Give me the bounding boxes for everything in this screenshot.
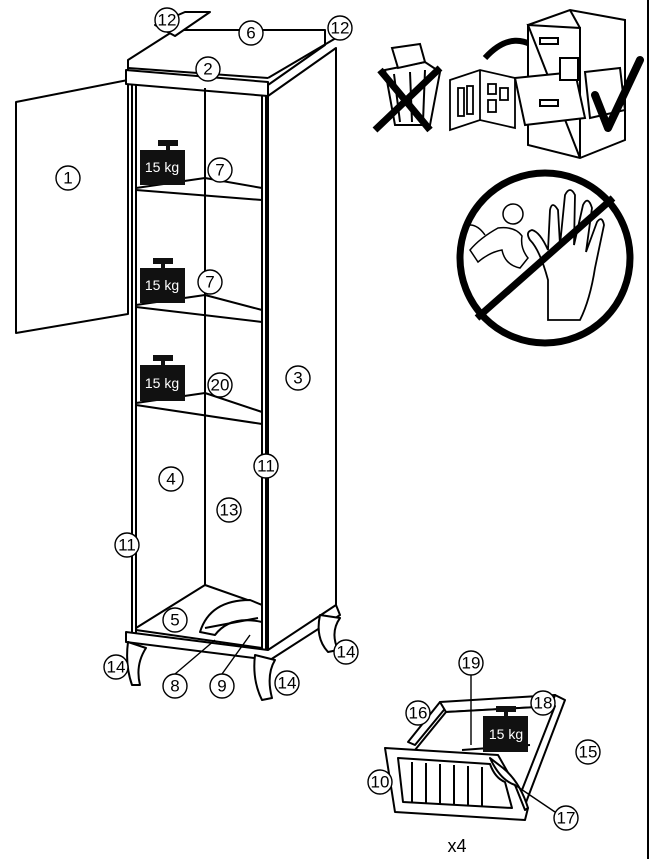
shelf-lower: [135, 392, 263, 425]
svg-text:3: 3: [293, 369, 302, 388]
svg-text:4: 4: [166, 470, 175, 489]
callout-shelf-lower: 20: [207, 372, 233, 398]
callout-bottom: 5: [162, 607, 188, 633]
weight-label: 15 kg: [145, 375, 179, 391]
cabinet-base: [125, 604, 341, 661]
svg-text:14: 14: [107, 658, 126, 677]
svg-text:13: 13: [220, 501, 239, 520]
callout-top: 6: [238, 20, 264, 46]
weight-shelf-top: 15 kg: [140, 140, 185, 185]
callout-shelf-middle: 7: [197, 269, 223, 295]
svg-text:18: 18: [534, 694, 553, 713]
svg-text:12: 12: [158, 11, 177, 30]
callout-shelf-top: 7: [207, 157, 233, 183]
child-figure-icon: [469, 203, 529, 269]
checkmark-icon: [591, 56, 644, 132]
callout-left-strip: 11: [114, 532, 140, 558]
callout-drawer-handle: 17: [553, 805, 579, 831]
svg-text:6: 6: [246, 24, 255, 43]
svg-text:20: 20: [211, 376, 230, 395]
callout-cutout: 9: [209, 673, 235, 699]
svg-text:9: 9: [217, 677, 226, 696]
callout-top-front: 2: [195, 56, 221, 82]
shelf-middle: [135, 294, 263, 323]
shelf-top: [135, 177, 263, 201]
callout-leg-back-right: 14: [333, 639, 359, 665]
manual-book-icon: [449, 69, 516, 132]
page-border: [647, 0, 649, 859]
callout-drawer-back: 18: [530, 690, 556, 716]
weight-shelf-lower: 15 kg: [140, 355, 185, 401]
callout-leg-front-left: 14: [103, 654, 129, 680]
svg-text:11: 11: [257, 457, 275, 476]
drawer-quantity: x4: [447, 836, 466, 856]
drawer-handle: [489, 757, 529, 811]
callout-drawer-bottom: 19: [458, 650, 484, 676]
callout-drawer-front: 10: [367, 769, 393, 795]
callout-back-panel: 4: [158, 466, 184, 492]
weight-label: 15 kg: [145, 277, 179, 293]
leg-front-right: [253, 654, 276, 701]
svg-text:11: 11: [118, 536, 136, 555]
callout-leg-front-right: 14: [274, 670, 300, 696]
cabinet-side-panel: [267, 47, 337, 651]
svg-text:12: 12: [331, 19, 350, 38]
callout-trim-right: 12: [327, 15, 353, 41]
svg-text:8: 8: [170, 677, 179, 696]
callout-divider: 13: [216, 497, 242, 523]
cabinet-bottom: [135, 584, 263, 649]
filing-cabinet-icon: [513, 8, 627, 160]
callout-door: 1: [55, 165, 81, 191]
cabinet-door: [15, 79, 129, 334]
no-children-hand-prohibited-icon: [456, 169, 634, 347]
svg-text:7: 7: [215, 161, 224, 180]
svg-text:10: 10: [371, 773, 390, 792]
svg-text:5: 5: [170, 611, 179, 630]
svg-text:1: 1: [63, 169, 72, 188]
svg-text:7: 7: [205, 273, 214, 292]
callouts: 1 2 3 4 5 6 7 7 8 9 11 11 12 12 13 14 14…: [55, 7, 359, 699]
svg-text:19: 19: [462, 654, 481, 673]
drawer-front-slats: [411, 762, 483, 807]
svg-text:14: 14: [337, 643, 356, 662]
callout-trim-left: 12: [154, 7, 180, 33]
weight-shelf-middle: 15 kg: [140, 258, 185, 303]
leg-front-left: [126, 641, 147, 686]
svg-text:17: 17: [557, 809, 576, 828]
trash-bin-crossed-icon: [372, 42, 443, 133]
cabinet: [15, 11, 341, 701]
drawer-callouts: 10 15 16 17 18 19: [367, 650, 601, 831]
callout-drawer-side-right: 15: [575, 739, 601, 765]
svg-text:2: 2: [203, 60, 212, 79]
callout-rail: 8: [162, 673, 188, 699]
callout-drawer-side-left: 16: [405, 700, 431, 726]
weight-drawer: 15 kg: [483, 706, 528, 752]
weight-label: 15 kg: [489, 726, 523, 742]
svg-text:14: 14: [278, 674, 297, 693]
svg-text:15: 15: [579, 743, 598, 762]
callout-side-panel: 3: [285, 365, 311, 391]
weight-label: 15 kg: [145, 159, 179, 175]
bottom-cutout: [199, 599, 263, 636]
svg-text:16: 16: [409, 704, 428, 723]
callout-right-strip: 11: [253, 453, 279, 479]
